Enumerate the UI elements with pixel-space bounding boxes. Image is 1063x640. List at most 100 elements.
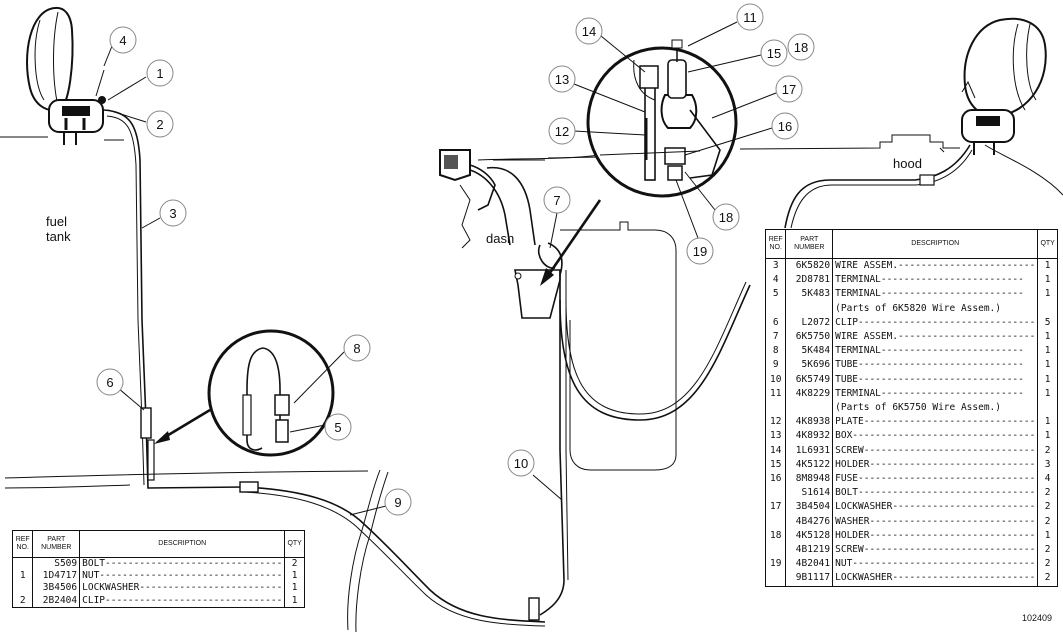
part-number-cell: 4B1219 (785, 543, 834, 558)
callout-6: 6 (106, 375, 113, 390)
part-number-cell: 5K483 (785, 287, 834, 302)
callout-13: 13 (555, 72, 569, 87)
part-number-cell: 4K8932 (785, 429, 834, 444)
ref-cell: 1 (11, 570, 33, 583)
ref-cell: 9 (764, 358, 786, 373)
qty-cell: 2 (1037, 443, 1058, 458)
part-number-cell: 3B4504 (785, 500, 834, 515)
part-number-cell: 8M8948 (785, 472, 834, 487)
callout-5: 5 (334, 420, 341, 435)
right-lamp-wire (784, 144, 971, 229)
ref-cell: 6 (764, 315, 786, 331)
description-cell: CLIP------------------------------- (79, 594, 286, 608)
description-cell: WASHER----------------------------- (832, 514, 1039, 529)
callouts: 4 1 2 3 6 8 5 9 10 7 14 13 (96, 3, 815, 516)
ref-cell: 18 (764, 528, 786, 544)
callout-9: 9 (394, 495, 401, 510)
ref-cell: 4 (764, 273, 786, 288)
part-number-cell: 5K696 (785, 358, 834, 373)
ref-cell: 11 (764, 386, 786, 402)
description-cell: TUBE----------------------------- (832, 372, 1039, 387)
hood-label: hood (893, 156, 922, 171)
qty-cell: 2 (1037, 514, 1058, 529)
ref-cell: 12 (764, 415, 786, 430)
callout-14: 14 (582, 24, 596, 39)
callout-3: 3 (169, 206, 176, 221)
part-number-cell: 6K5749 (785, 372, 834, 387)
qty-cell: 2 (1037, 557, 1058, 572)
qty-cell: 1 (1037, 429, 1058, 444)
part-number-cell: 9B1117 (785, 571, 834, 587)
description-cell: TUBE----------------------------- (832, 358, 1039, 373)
description-cell: BOLT------------------------------- (832, 486, 1039, 501)
description-cell: PLATE------------------------------ (832, 415, 1039, 430)
header-qty: QTY (1037, 229, 1058, 259)
callout-8: 8 (353, 341, 360, 356)
callout-2: 2 (156, 117, 163, 132)
description-cell: TERMINAL------------------------- (832, 386, 1039, 402)
description-cell: NUT-------------------------------- (79, 570, 286, 583)
ref-cell (764, 543, 786, 558)
part-number-cell: 2B2404 (32, 594, 81, 608)
callout-18-top: 18 (794, 40, 808, 55)
dash-assembly (439, 149, 601, 249)
fender-outline (560, 221, 677, 471)
document-number: 102409 (1022, 613, 1053, 623)
callout-15: 15 (767, 46, 781, 61)
qty-cell: 2 (1037, 486, 1058, 501)
ref-cell: 10 (764, 372, 786, 387)
part-number-cell: 4K5128 (785, 528, 834, 544)
terminal-detail (154, 329, 335, 457)
ref-cell: 17 (764, 500, 786, 515)
qty-cell: 1 (1037, 330, 1058, 345)
qty-cell: 1 (1037, 358, 1058, 373)
qty-cell: 1 (1037, 258, 1058, 274)
part-number-cell: S1614 (785, 486, 834, 501)
qty-cell: 1 (1037, 386, 1058, 402)
fuel-label: fuel (46, 214, 67, 229)
qty-cell: 1 (1037, 273, 1058, 288)
qty-cell: 1 (1037, 372, 1058, 387)
description-cell: NUT-------------------------------- (832, 557, 1039, 572)
ref-cell: 8 (764, 344, 786, 359)
qty-cell (1037, 301, 1058, 316)
part-number-cell: 1L6931 (785, 443, 834, 458)
right-lamp (961, 17, 1047, 155)
part-number-cell: 3B4506 (32, 582, 81, 595)
ref-cell: 19 (764, 557, 786, 572)
qty-cell: 3 (1037, 457, 1058, 473)
ref-cell: 2 (11, 594, 33, 608)
qty-cell: 2 (1037, 543, 1058, 558)
qty-cell: 1 (1037, 344, 1058, 359)
tank-outline (0, 136, 124, 141)
header-desc: DESCRIPTION (79, 530, 286, 558)
part-number-cell: 4K5122 (785, 457, 834, 473)
ref-cell (764, 401, 786, 416)
dash-label: dash (486, 231, 514, 246)
ref-cell: 13 (764, 429, 786, 444)
qty-cell: 2 (1037, 500, 1058, 515)
part-number-cell: S509 (32, 557, 81, 571)
description-cell: HOLDER----------------------------- (832, 528, 1039, 544)
left-lamp (26, 6, 106, 145)
